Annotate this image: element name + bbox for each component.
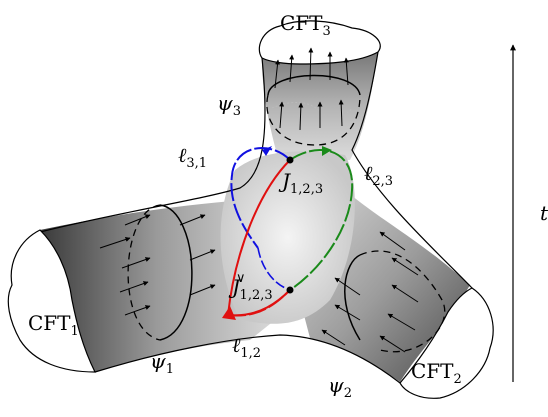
label-j123-dual: J∨1,2,3 (228, 271, 273, 303)
contour-top-right (351, 51, 473, 289)
psi3-ellipse (266, 74, 361, 146)
time-axis-label: t (540, 201, 548, 225)
flow-arrows (99, 47, 419, 353)
cft3-cap (258, 20, 381, 65)
label-ell-2-3: ℓ2,3 (364, 161, 393, 189)
junction-j123 (286, 156, 294, 164)
label-cft2: CFT2 (411, 359, 462, 387)
label-cft1: CFT1 (28, 311, 79, 339)
curve-inner-diagonal (257, 247, 291, 291)
label-cft3: CFT3 (280, 11, 331, 39)
label-j123: J1,2,3 (278, 169, 323, 197)
colored-loops (222, 146, 354, 320)
curve-ell-1-2-lower (227, 289, 291, 317)
cft1-cap (7, 229, 96, 373)
contour-top-left (39, 57, 266, 233)
cft2-cap (399, 287, 494, 399)
label-psi1: ψ1 (150, 349, 174, 377)
curve-ell-2-3-arrow (322, 146, 332, 156)
curve-ell-3-1-arrow (262, 146, 272, 156)
psi1-ellipse (127, 204, 193, 341)
label-psi2: ψ2 (328, 373, 352, 401)
time-axis: t (510, 44, 548, 382)
label-psi3: ψ3 (217, 91, 241, 119)
label-ell-1-2: ℓ1,2 (232, 333, 261, 361)
junction-j123-dual (286, 286, 294, 294)
contour-bottom (94, 334, 401, 384)
labels: CFT3 CFT1 CFT2 ψ3 ψ1 ψ2 ℓ3,1 ℓ2,3 ℓ1,2 J… (28, 11, 462, 401)
central-region (220, 151, 355, 324)
curve-ell-1-2-arrow (222, 306, 236, 320)
curve-ell-2-3 (289, 149, 354, 291)
label-ell-3-1: ℓ3,1 (178, 143, 207, 171)
